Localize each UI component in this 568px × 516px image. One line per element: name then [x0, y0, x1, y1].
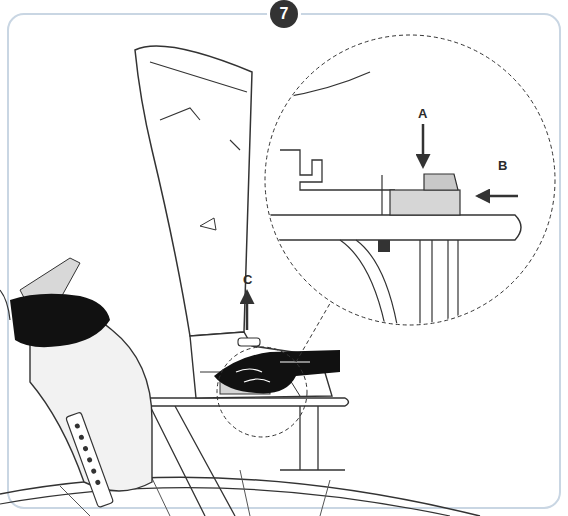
hand — [214, 350, 340, 393]
callout-letter: A — [418, 106, 427, 121]
wheel-rim — [0, 488, 450, 516]
lift-arrow — [246, 292, 249, 330]
rack-strut — [420, 240, 458, 330]
seat-underside — [280, 72, 395, 190]
step-number: 7 — [270, 0, 298, 28]
push-arrow — [478, 195, 518, 198]
backrest-detail — [200, 218, 216, 230]
clamp-base — [390, 190, 460, 215]
callout-letter: B — [498, 158, 507, 173]
panel-frame — [8, 14, 560, 508]
rack-platform — [118, 398, 349, 406]
wheel-rim — [0, 477, 480, 516]
strap-hole — [91, 468, 97, 474]
rack-arm — [340, 240, 398, 330]
strap-hole — [78, 434, 84, 440]
zoom-circle — [265, 35, 555, 325]
node-text: 7 — [280, 5, 289, 23]
seat-slot — [238, 338, 260, 346]
rack-bar — [270, 215, 521, 240]
seat-backrest — [135, 46, 252, 336]
strap-hole — [95, 479, 101, 485]
strap-hole — [86, 457, 92, 463]
zoom-marker — [217, 347, 307, 437]
press-arrow — [422, 124, 425, 166]
callout-letter: C — [243, 272, 252, 287]
finger-line — [236, 362, 310, 382]
footrest-strap — [66, 412, 114, 508]
backrest-detail — [150, 62, 247, 150]
bolt — [378, 240, 390, 252]
seat-underside — [381, 175, 382, 215]
rack-strut — [150, 406, 345, 516]
clamp-lever — [424, 174, 458, 190]
zoom-leader — [296, 300, 332, 362]
strap-hole — [82, 445, 88, 451]
hand — [10, 294, 110, 347]
strap-hole — [74, 423, 80, 429]
footrest-strap — [66, 412, 114, 508]
arm — [0, 290, 10, 320]
